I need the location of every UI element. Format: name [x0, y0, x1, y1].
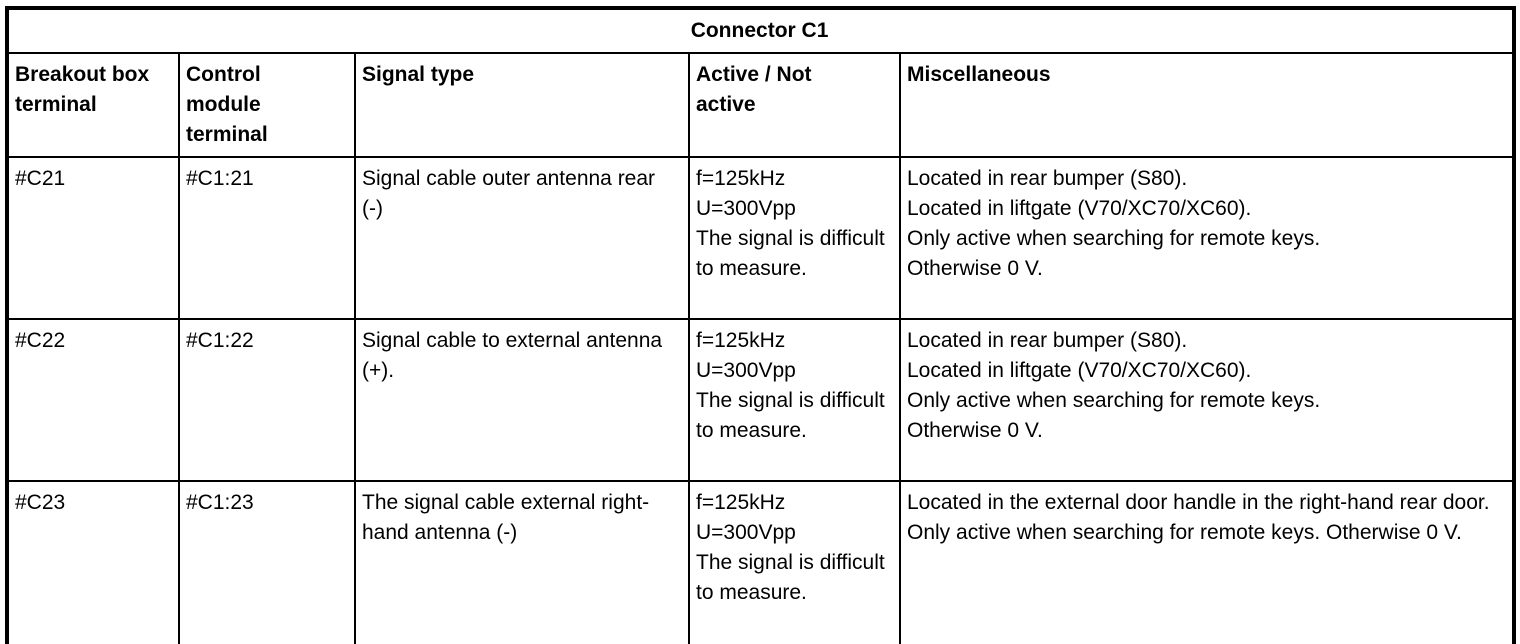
column-header-miscellaneous: Miscellaneous: [898, 52, 1516, 158]
column-header-breakout-box-terminal: Breakout box terminal: [6, 52, 180, 158]
cell-miscellaneous: Located in rear bumper (S80). Located in…: [898, 318, 1516, 482]
cell-miscellaneous: Located in rear bumper (S80). Located in…: [898, 156, 1516, 320]
table-title: Connector C1: [5, 7, 1516, 54]
table-title-row: Connector C1: [5, 7, 1516, 54]
cell-module-terminal: #C1:23: [178, 480, 356, 644]
column-header-control-module-terminal: Control module terminal: [178, 52, 356, 158]
cell-active: f=125kHz U=300Vpp The signal is difficul…: [688, 156, 901, 320]
table-header-row: Breakout box terminal Control module ter…: [6, 52, 1516, 158]
table-row: #C22 #C1:22 Signal cable to external ant…: [6, 318, 1516, 482]
cell-active: f=125kHz U=300Vpp The signal is difficul…: [688, 480, 901, 644]
cell-signal-type: Signal cable outer antenna rear (-): [354, 156, 690, 320]
cell-breakout-terminal: #C22: [6, 318, 180, 482]
column-header-signal-type: Signal type: [354, 52, 690, 158]
cell-miscellaneous: Located in the external door handle in t…: [898, 480, 1516, 644]
cell-signal-type: The signal cable external right-hand ant…: [354, 480, 690, 644]
cell-module-terminal: #C1:22: [178, 318, 356, 482]
table-row: #C23 #C1:23 The signal cable external ri…: [6, 480, 1516, 644]
table-row: #C21 #C1:21 Signal cable outer antenna r…: [6, 156, 1516, 320]
cell-signal-type: Signal cable to external antenna (+).: [354, 318, 690, 482]
cell-breakout-terminal: #C23: [6, 480, 180, 644]
column-header-active-not-active: Active / Not active: [688, 52, 901, 158]
connector-c1-table: Connector C1 Breakout box terminal Contr…: [5, 6, 1517, 644]
cell-module-terminal: #C1:21: [178, 156, 356, 320]
cell-breakout-terminal: #C21: [6, 156, 180, 320]
cell-active: f=125kHz U=300Vpp The signal is difficul…: [688, 318, 901, 482]
